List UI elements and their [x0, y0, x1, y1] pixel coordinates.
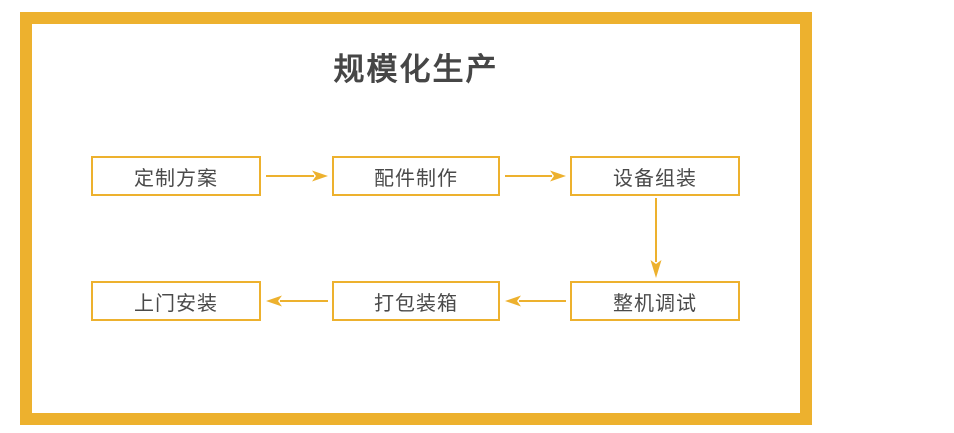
flow-node-parts-manufacturing[interactable]: 配件制作 — [332, 156, 500, 196]
arrow-right-icon — [505, 168, 566, 184]
arrow-right-icon — [266, 168, 328, 184]
flow-node-onsite-installation[interactable]: 上门安装 — [91, 281, 261, 321]
arrow-left-icon — [266, 293, 328, 309]
page-title: 规模化生产 — [333, 52, 499, 87]
arrow-down-icon — [648, 198, 664, 278]
outer-frame — [20, 12, 812, 425]
flow-node-custom-plan[interactable]: 定制方案 — [91, 156, 261, 196]
arrow-left-icon — [505, 293, 566, 309]
flow-node-machine-debugging[interactable]: 整机调试 — [570, 281, 740, 321]
flow-node-packing-boxing[interactable]: 打包装箱 — [332, 281, 500, 321]
flow-node-equipment-assembly[interactable]: 设备组装 — [570, 156, 740, 196]
